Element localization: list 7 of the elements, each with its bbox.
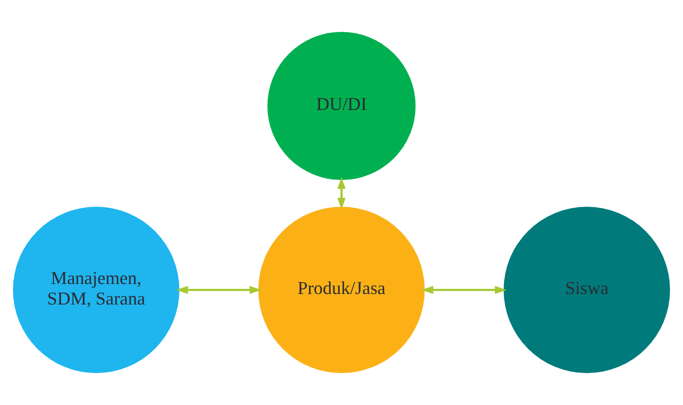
node-circle: DU/DI <box>267 32 416 180</box>
arrow <box>176 286 262 294</box>
arrow <box>422 286 507 294</box>
arrow <box>337 177 346 210</box>
node-circle: Siswa <box>504 206 670 374</box>
node-circle: Produk/Jasa <box>258 206 425 374</box>
node-circle: Manajemen, SDM, Sarana <box>12 206 180 374</box>
